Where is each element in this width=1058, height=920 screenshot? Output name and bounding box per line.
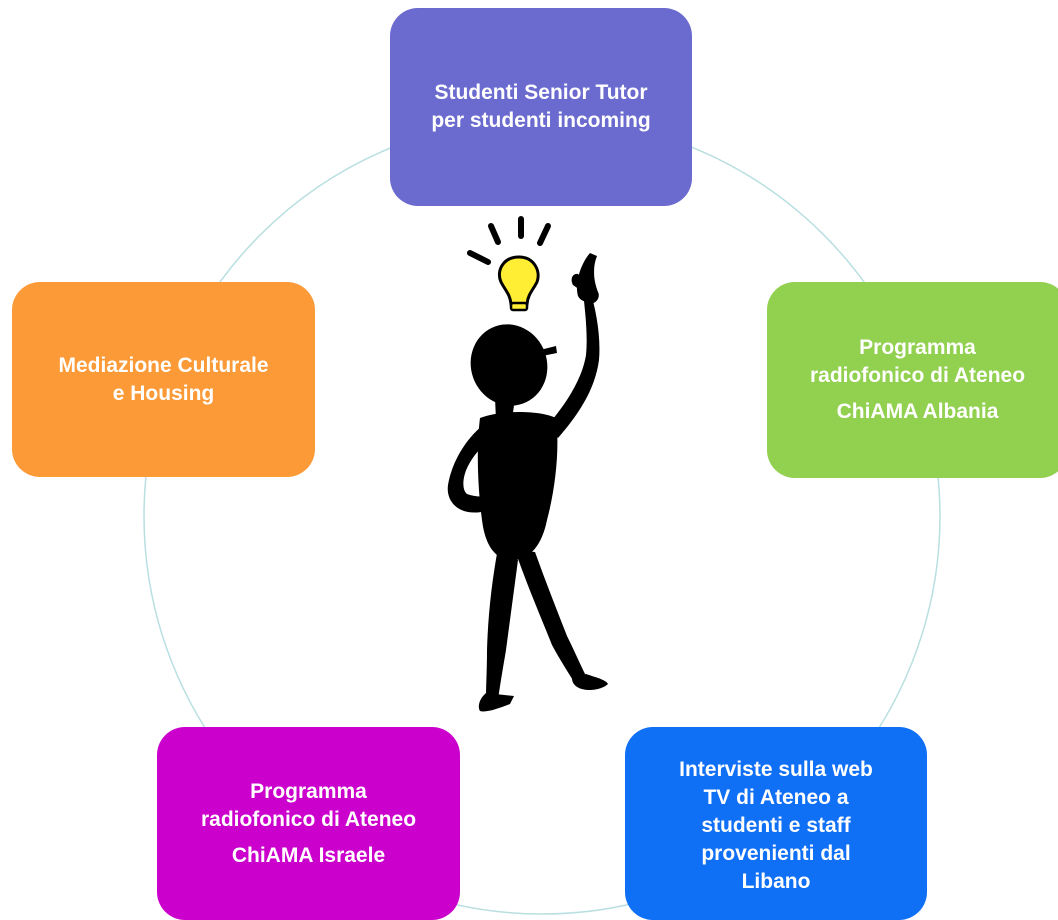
person-silhouette: [447, 253, 608, 712]
node-radio-israele-line2: radiofonico di Ateneo: [200, 807, 417, 831]
node-radio-israele: Programma radiofonico di Ateneo ChiAMA I…: [157, 727, 460, 920]
node-senior-tutor-line1: Studenti Senior Tutor: [434, 81, 648, 104]
node-radio-albania-line1: Programma: [859, 336, 976, 359]
node-radio-albania-line3: ChiAMA Albania: [836, 400, 999, 423]
node-radio-albania-line2: radiofonico di Ateneo: [809, 364, 1026, 387]
node-interviste-line4: provenienti dal: [701, 841, 851, 865]
node-senior-tutor-line2: per studenti incoming: [431, 109, 651, 132]
node-interviste-line1: Interviste sulla web: [679, 757, 873, 781]
node-radio-israele-line3: ChiAMA Israele: [231, 843, 386, 867]
node-radio-israele-line1: Programma: [250, 779, 367, 803]
node-senior-tutor: Studenti Senior Tutor per studenti incom…: [390, 8, 692, 206]
node-interviste: Interviste sulla web TV di Ateneo a stud…: [625, 727, 927, 920]
node-mediazione-line1: Mediazione Culturale: [58, 353, 269, 377]
node-interviste-line5: Libano: [741, 869, 811, 893]
node-radio-albania: Programma radiofonico di Ateneo ChiAMA A…: [767, 282, 1058, 478]
node-interviste-line3: studenti e staff: [701, 813, 851, 837]
node-mediazione-line2: e Housing: [112, 381, 215, 405]
node-interviste-line2: TV di Ateneo a: [703, 785, 849, 809]
node-mediazione: Mediazione Culturale e Housing: [12, 282, 315, 477]
lightbulb-icon: [497, 255, 540, 312]
idea-rays-icon: [467, 216, 551, 265]
